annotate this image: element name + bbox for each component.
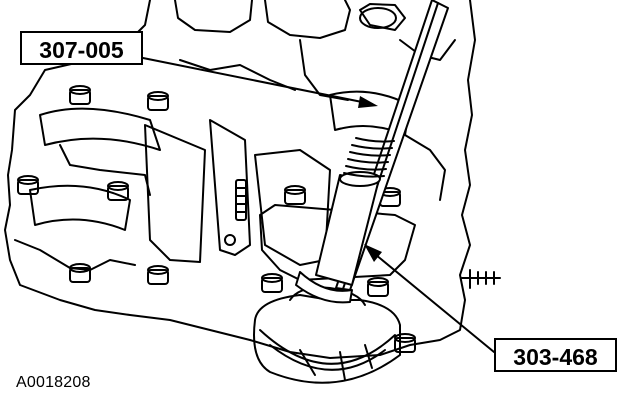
bearing-saddle <box>253 294 401 384</box>
arrowhead-303-468 <box>364 244 382 262</box>
right-web <box>404 134 446 201</box>
cylinder-block-outline <box>4 0 476 359</box>
leader-307-005 <box>142 57 373 105</box>
callout-tool-303-468: 303-468 <box>494 338 617 372</box>
left-pocket-a <box>144 124 206 263</box>
upper-bore <box>359 7 397 29</box>
leader-303-468 <box>369 249 495 353</box>
figure-id-label: A0018208 <box>16 374 91 391</box>
studs <box>224 179 501 289</box>
left-web <box>59 144 151 196</box>
mid-pocket <box>254 149 331 266</box>
tool-collar <box>295 271 353 304</box>
bearing-curve-b <box>269 344 386 371</box>
left-pocket-b <box>209 119 251 256</box>
left-crescent-low <box>29 184 131 231</box>
bolt-heads <box>17 85 416 353</box>
bearing-saddle-inner <box>289 286 366 306</box>
bearing-curve-a <box>259 329 396 365</box>
upper-casting-mid <box>264 0 351 39</box>
left-crescent-top <box>39 107 161 151</box>
bearing-rib <box>299 344 373 381</box>
upper-ledge <box>179 59 296 91</box>
arrowhead-307-005 <box>358 96 378 108</box>
side-stud <box>461 269 501 289</box>
tool-sleeve-top <box>339 171 381 187</box>
tool-threads <box>343 137 395 178</box>
upper-casting-right <box>359 3 406 31</box>
upper-casting-left <box>174 0 253 33</box>
upper-rib <box>299 39 349 101</box>
callout-tool-307-005: 307-005 <box>20 31 143 65</box>
